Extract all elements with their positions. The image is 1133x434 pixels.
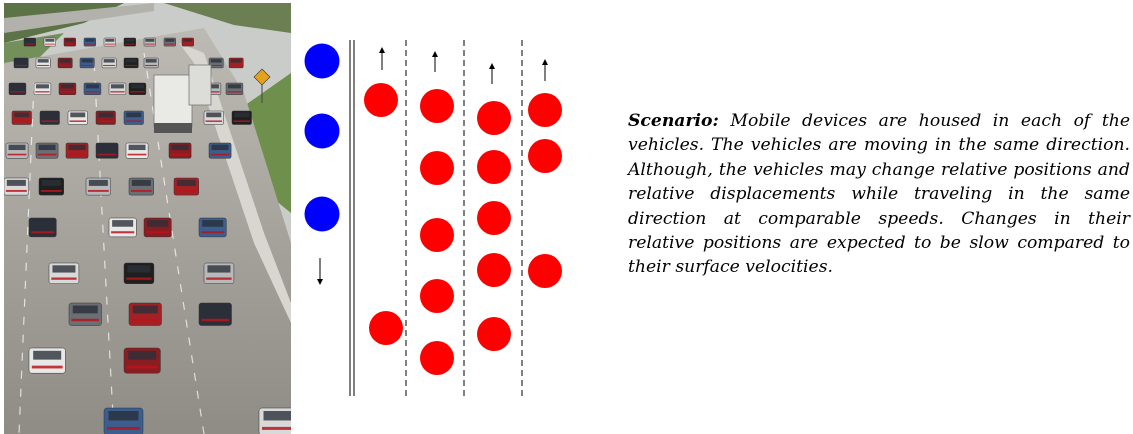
photo-car bbox=[198, 217, 227, 238]
photo-car bbox=[48, 262, 80, 284]
photo-car bbox=[123, 57, 139, 69]
scenario-caption: Scenario: Mobile devices are housed in e… bbox=[628, 109, 1130, 280]
photo-car bbox=[58, 82, 77, 95]
lane-diagram bbox=[304, 40, 562, 396]
photo-car bbox=[23, 37, 36, 47]
vehicle bbox=[420, 279, 454, 313]
oncoming-vehicle bbox=[304, 113, 340, 149]
vehicle bbox=[477, 101, 511, 135]
photo-car bbox=[123, 37, 136, 47]
photo-car bbox=[123, 347, 161, 374]
photo-car bbox=[65, 142, 89, 159]
oncoming-vehicle bbox=[304, 196, 340, 232]
highway-traffic-photo bbox=[4, 3, 291, 434]
photo-car bbox=[95, 110, 116, 125]
photo-car bbox=[35, 142, 59, 159]
photo-car bbox=[5, 142, 29, 159]
photo-car bbox=[83, 82, 102, 95]
photo-car bbox=[35, 57, 51, 69]
photo-car bbox=[79, 57, 95, 69]
photo-car bbox=[125, 142, 149, 159]
photo-car bbox=[198, 302, 232, 326]
vehicle bbox=[369, 311, 403, 345]
photo-car bbox=[63, 37, 76, 47]
oncoming-vehicle bbox=[304, 43, 340, 79]
vehicle bbox=[477, 253, 511, 287]
vehicle bbox=[528, 93, 562, 127]
photo-car bbox=[101, 57, 117, 69]
oncoming-lane bbox=[304, 43, 340, 285]
scenario-label: Scenario: bbox=[628, 111, 719, 131]
photo-car bbox=[39, 110, 60, 125]
photo-car bbox=[43, 37, 56, 47]
photo-car bbox=[108, 82, 127, 95]
photo-car bbox=[103, 37, 116, 47]
photo-car bbox=[33, 82, 52, 95]
photo-car bbox=[208, 142, 232, 159]
photo-car bbox=[13, 57, 29, 69]
cars-group bbox=[4, 37, 291, 434]
photo-car bbox=[203, 262, 235, 284]
vehicle bbox=[528, 254, 562, 288]
scenario-text: Mobile devices are housed in each of the… bbox=[628, 111, 1130, 278]
vehicle bbox=[477, 201, 511, 235]
photo-car bbox=[163, 37, 176, 47]
photo-car bbox=[68, 302, 102, 326]
photo-car bbox=[231, 110, 252, 125]
photo-car bbox=[11, 110, 32, 125]
vehicle bbox=[420, 151, 454, 185]
vehicle bbox=[528, 139, 562, 173]
photo-car bbox=[128, 302, 162, 326]
photo-car bbox=[258, 407, 291, 434]
photo-car bbox=[123, 262, 155, 284]
photo-car bbox=[28, 347, 66, 374]
vehicle bbox=[420, 341, 454, 375]
photo-car bbox=[128, 82, 147, 95]
vehicle bbox=[420, 89, 454, 123]
vehicle bbox=[420, 218, 454, 252]
photo-car bbox=[143, 37, 156, 47]
vehicle bbox=[364, 83, 398, 117]
photo-car bbox=[181, 37, 194, 47]
photo-car bbox=[57, 57, 73, 69]
photo-car bbox=[143, 217, 172, 238]
photo-car bbox=[143, 57, 159, 69]
photo-car bbox=[123, 110, 144, 125]
photo-car bbox=[85, 177, 111, 196]
photo-car bbox=[95, 142, 119, 159]
vehicle bbox=[477, 150, 511, 184]
photo-car bbox=[4, 177, 29, 196]
photo-car bbox=[173, 177, 199, 196]
photo-car bbox=[225, 82, 244, 95]
photo-car bbox=[103, 407, 144, 434]
photo-car bbox=[38, 177, 64, 196]
photo-car bbox=[8, 82, 27, 95]
photo-car bbox=[28, 217, 57, 238]
photo-car bbox=[168, 142, 192, 159]
photo-car bbox=[83, 37, 96, 47]
photo-car bbox=[208, 57, 224, 69]
photo-car bbox=[108, 217, 137, 238]
photo-car bbox=[228, 57, 244, 69]
vehicle bbox=[477, 317, 511, 351]
photo-car bbox=[67, 110, 88, 125]
photo-car bbox=[203, 110, 224, 125]
photo-car bbox=[128, 177, 154, 196]
